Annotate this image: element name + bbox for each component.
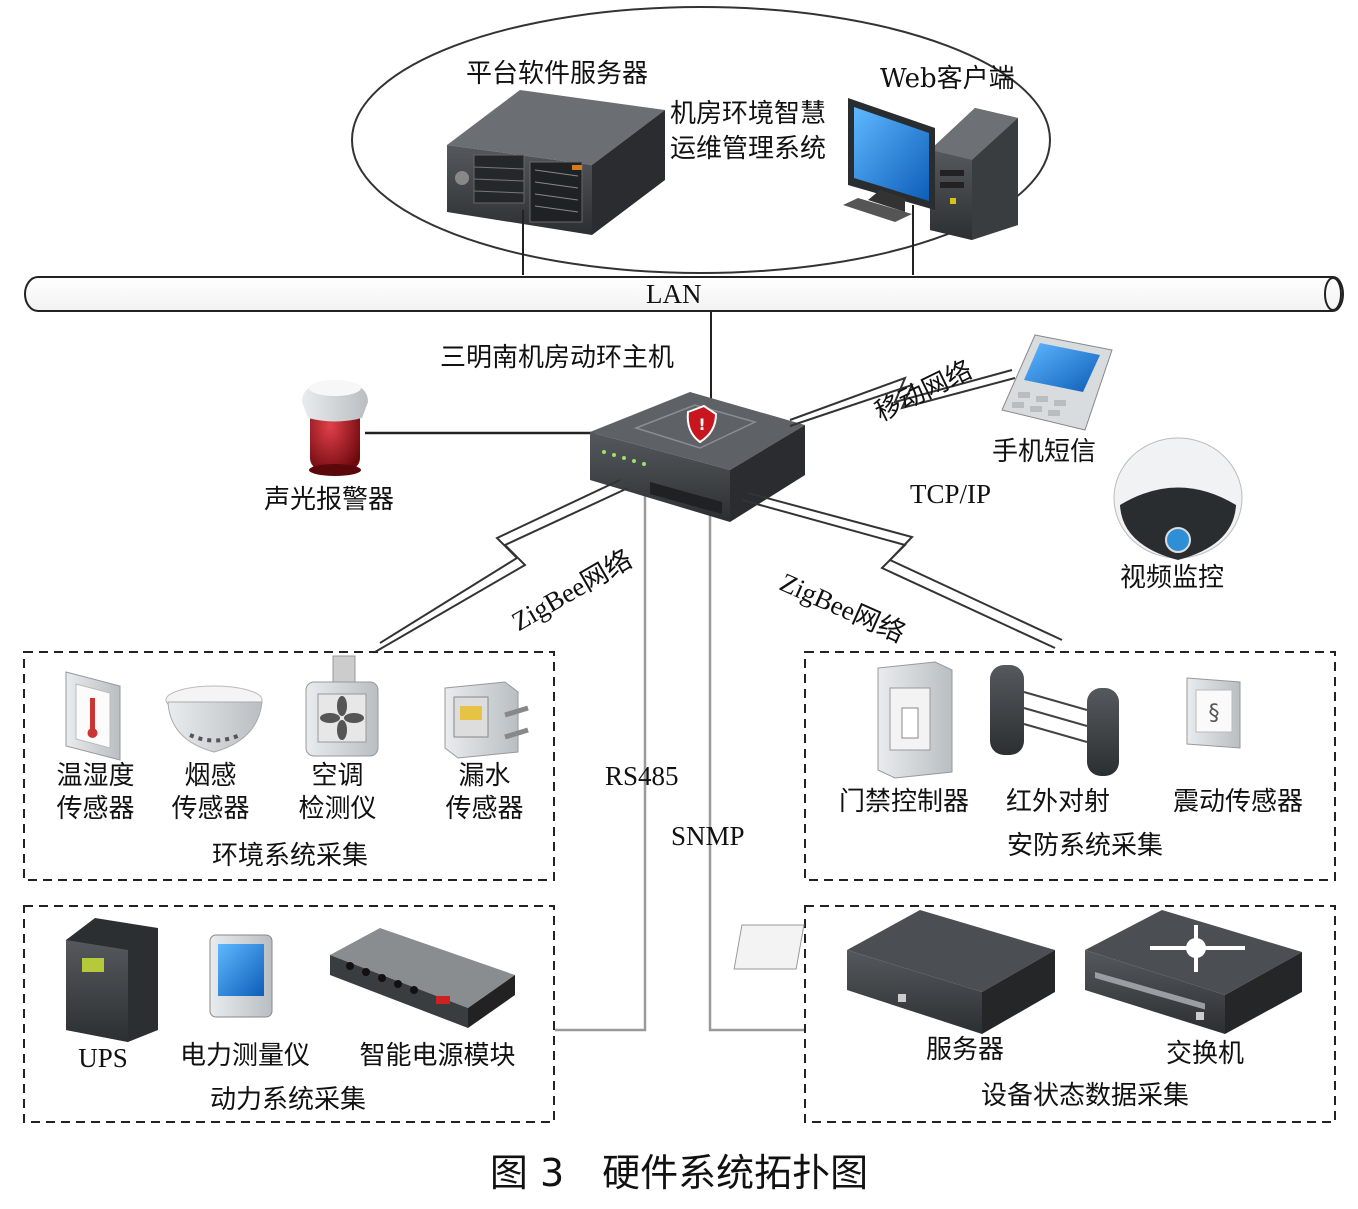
lan-bus: [24, 276, 1344, 312]
power-title: 动力系统采集: [209, 1085, 366, 1115]
env-device-label: 温湿度传感器: [56, 761, 135, 824]
svg-text:§: §: [1209, 701, 1220, 726]
mobile-phone-icon: [1001, 334, 1113, 431]
system-name-line1: 机房环境智慧: [670, 99, 827, 129]
web-client-label: Web客户端: [880, 64, 1015, 94]
tcpip-label: TCP/IP: [910, 479, 992, 509]
equipment-device-label: 服务器: [925, 1035, 1004, 1065]
power-device-label: UPS: [78, 1043, 128, 1073]
figure-caption: 图 3 硬件系统拓扑图: [489, 1151, 869, 1195]
env-device-label: 漏水传感器: [445, 761, 524, 824]
equipment-box: [804, 905, 1336, 1123]
security-title: 安防系统采集: [1006, 831, 1163, 861]
system-name-line2: 运维管理系统: [670, 134, 827, 164]
vibration-sensor-icon: §: [1186, 677, 1241, 749]
access-controller-icon: [877, 661, 953, 779]
ups-icon: [66, 918, 158, 1042]
rs485-wire: [555, 478, 647, 1032]
security-device-label: 震动传感器: [1172, 787, 1303, 817]
security-box: [804, 651, 1336, 881]
snmp-wire: [708, 508, 805, 1032]
lan-label: LAN: [646, 279, 702, 309]
host-device-icon: !: [590, 392, 805, 522]
water-leak-sensor-icon: [444, 681, 529, 759]
svg-text:!: !: [698, 415, 705, 434]
ac-detector-icon: [305, 655, 379, 757]
video-camera-icon: [1113, 437, 1243, 560]
environment-box: [23, 651, 555, 881]
web-client-icon: [843, 98, 1018, 240]
host-label: 三明南机房动环主机: [440, 343, 675, 373]
rs485-label: RS485: [605, 761, 679, 791]
env-device-label: 空调检测仪: [298, 761, 377, 824]
platform-server-icon: [447, 90, 665, 235]
smart-pdu-icon: [330, 928, 515, 1028]
security-device-label: 红外对射: [1005, 787, 1110, 817]
snmp-label: SNMP: [671, 821, 745, 851]
power-box: [23, 905, 555, 1123]
power-device-label: 智能电源模块: [359, 1041, 516, 1071]
env-device-label: 烟感传感器: [171, 761, 250, 824]
alarm-icon: [302, 380, 368, 476]
platform-ellipse: [351, 6, 1051, 274]
equipment-device-label: 交换机: [1165, 1039, 1244, 1069]
alarm-label: 声光报警器: [264, 485, 395, 515]
smoke-sensor-icon: [165, 685, 263, 753]
server-device-icon: [733, 910, 1055, 1034]
sms-label: 手机短信: [992, 437, 1097, 467]
platform-server-label: 平台软件服务器: [466, 59, 649, 89]
thermo-hygro-sensor-icon: [65, 671, 121, 761]
equipment-title: 设备状态数据采集: [980, 1081, 1189, 1111]
video-label: 视频监控: [1120, 563, 1225, 593]
infrared-beam-icon: [990, 665, 1119, 776]
environment-title: 环境系统采集: [211, 841, 368, 871]
switch-device-icon: [1085, 910, 1302, 1034]
security-device-label: 门禁控制器: [838, 787, 969, 817]
power-meter-icon: [209, 934, 273, 1018]
power-device-label: 电力测量仪: [179, 1041, 310, 1071]
